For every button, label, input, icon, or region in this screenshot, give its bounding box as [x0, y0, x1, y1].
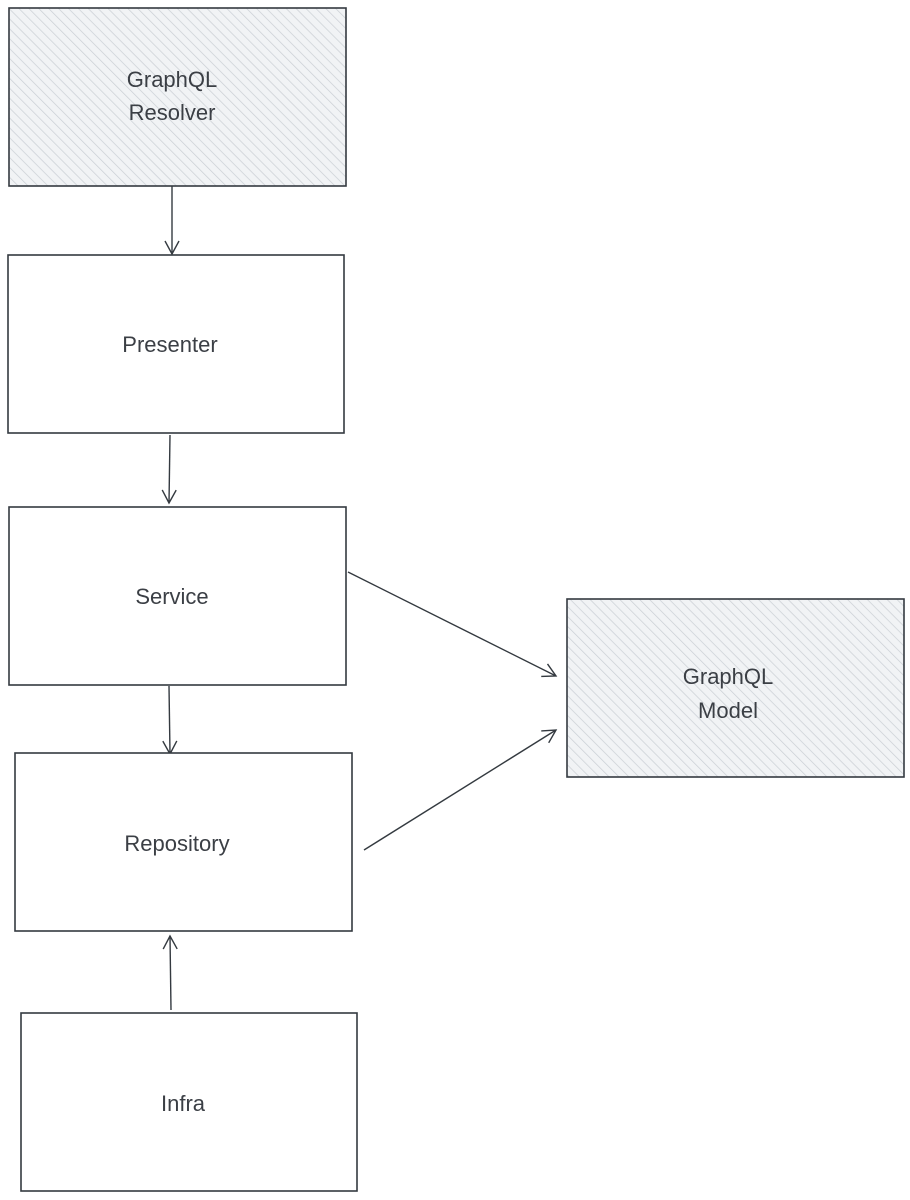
node-box — [7, 254, 345, 434]
edge-service-to-graphql-model — [347, 571, 558, 678]
node-infra: Infra — [20, 1012, 358, 1192]
node-repository: Repository — [14, 752, 353, 932]
node-box — [8, 506, 347, 686]
node-label: Repository — [124, 831, 229, 856]
node-label: Infra — [161, 1091, 206, 1116]
node-label-line-1: GraphQL — [683, 664, 774, 689]
edges — [161, 186, 558, 1011]
node-label-line-2: Resolver — [129, 100, 216, 125]
node-label-line-2: Model — [698, 698, 758, 723]
edge-service-to-repository — [162, 685, 178, 756]
edge-infra-to-repository — [162, 934, 178, 1011]
edge-repository-to-graphql-model — [363, 729, 558, 851]
node-graphql-model: GraphQL Model — [566, 598, 905, 778]
node-label: Service — [135, 584, 208, 609]
node-presenter: Presenter — [7, 254, 345, 434]
node-graphql-resolver: GraphQL Resolver — [8, 7, 347, 187]
edge-presenter-to-service — [161, 434, 177, 505]
node-label-line-1: GraphQL — [127, 67, 218, 92]
node-box — [566, 598, 905, 778]
node-label: Presenter — [122, 332, 217, 357]
node-box — [20, 1012, 358, 1192]
node-box — [14, 752, 353, 932]
node-box — [8, 7, 347, 187]
node-service: Service — [8, 506, 347, 686]
